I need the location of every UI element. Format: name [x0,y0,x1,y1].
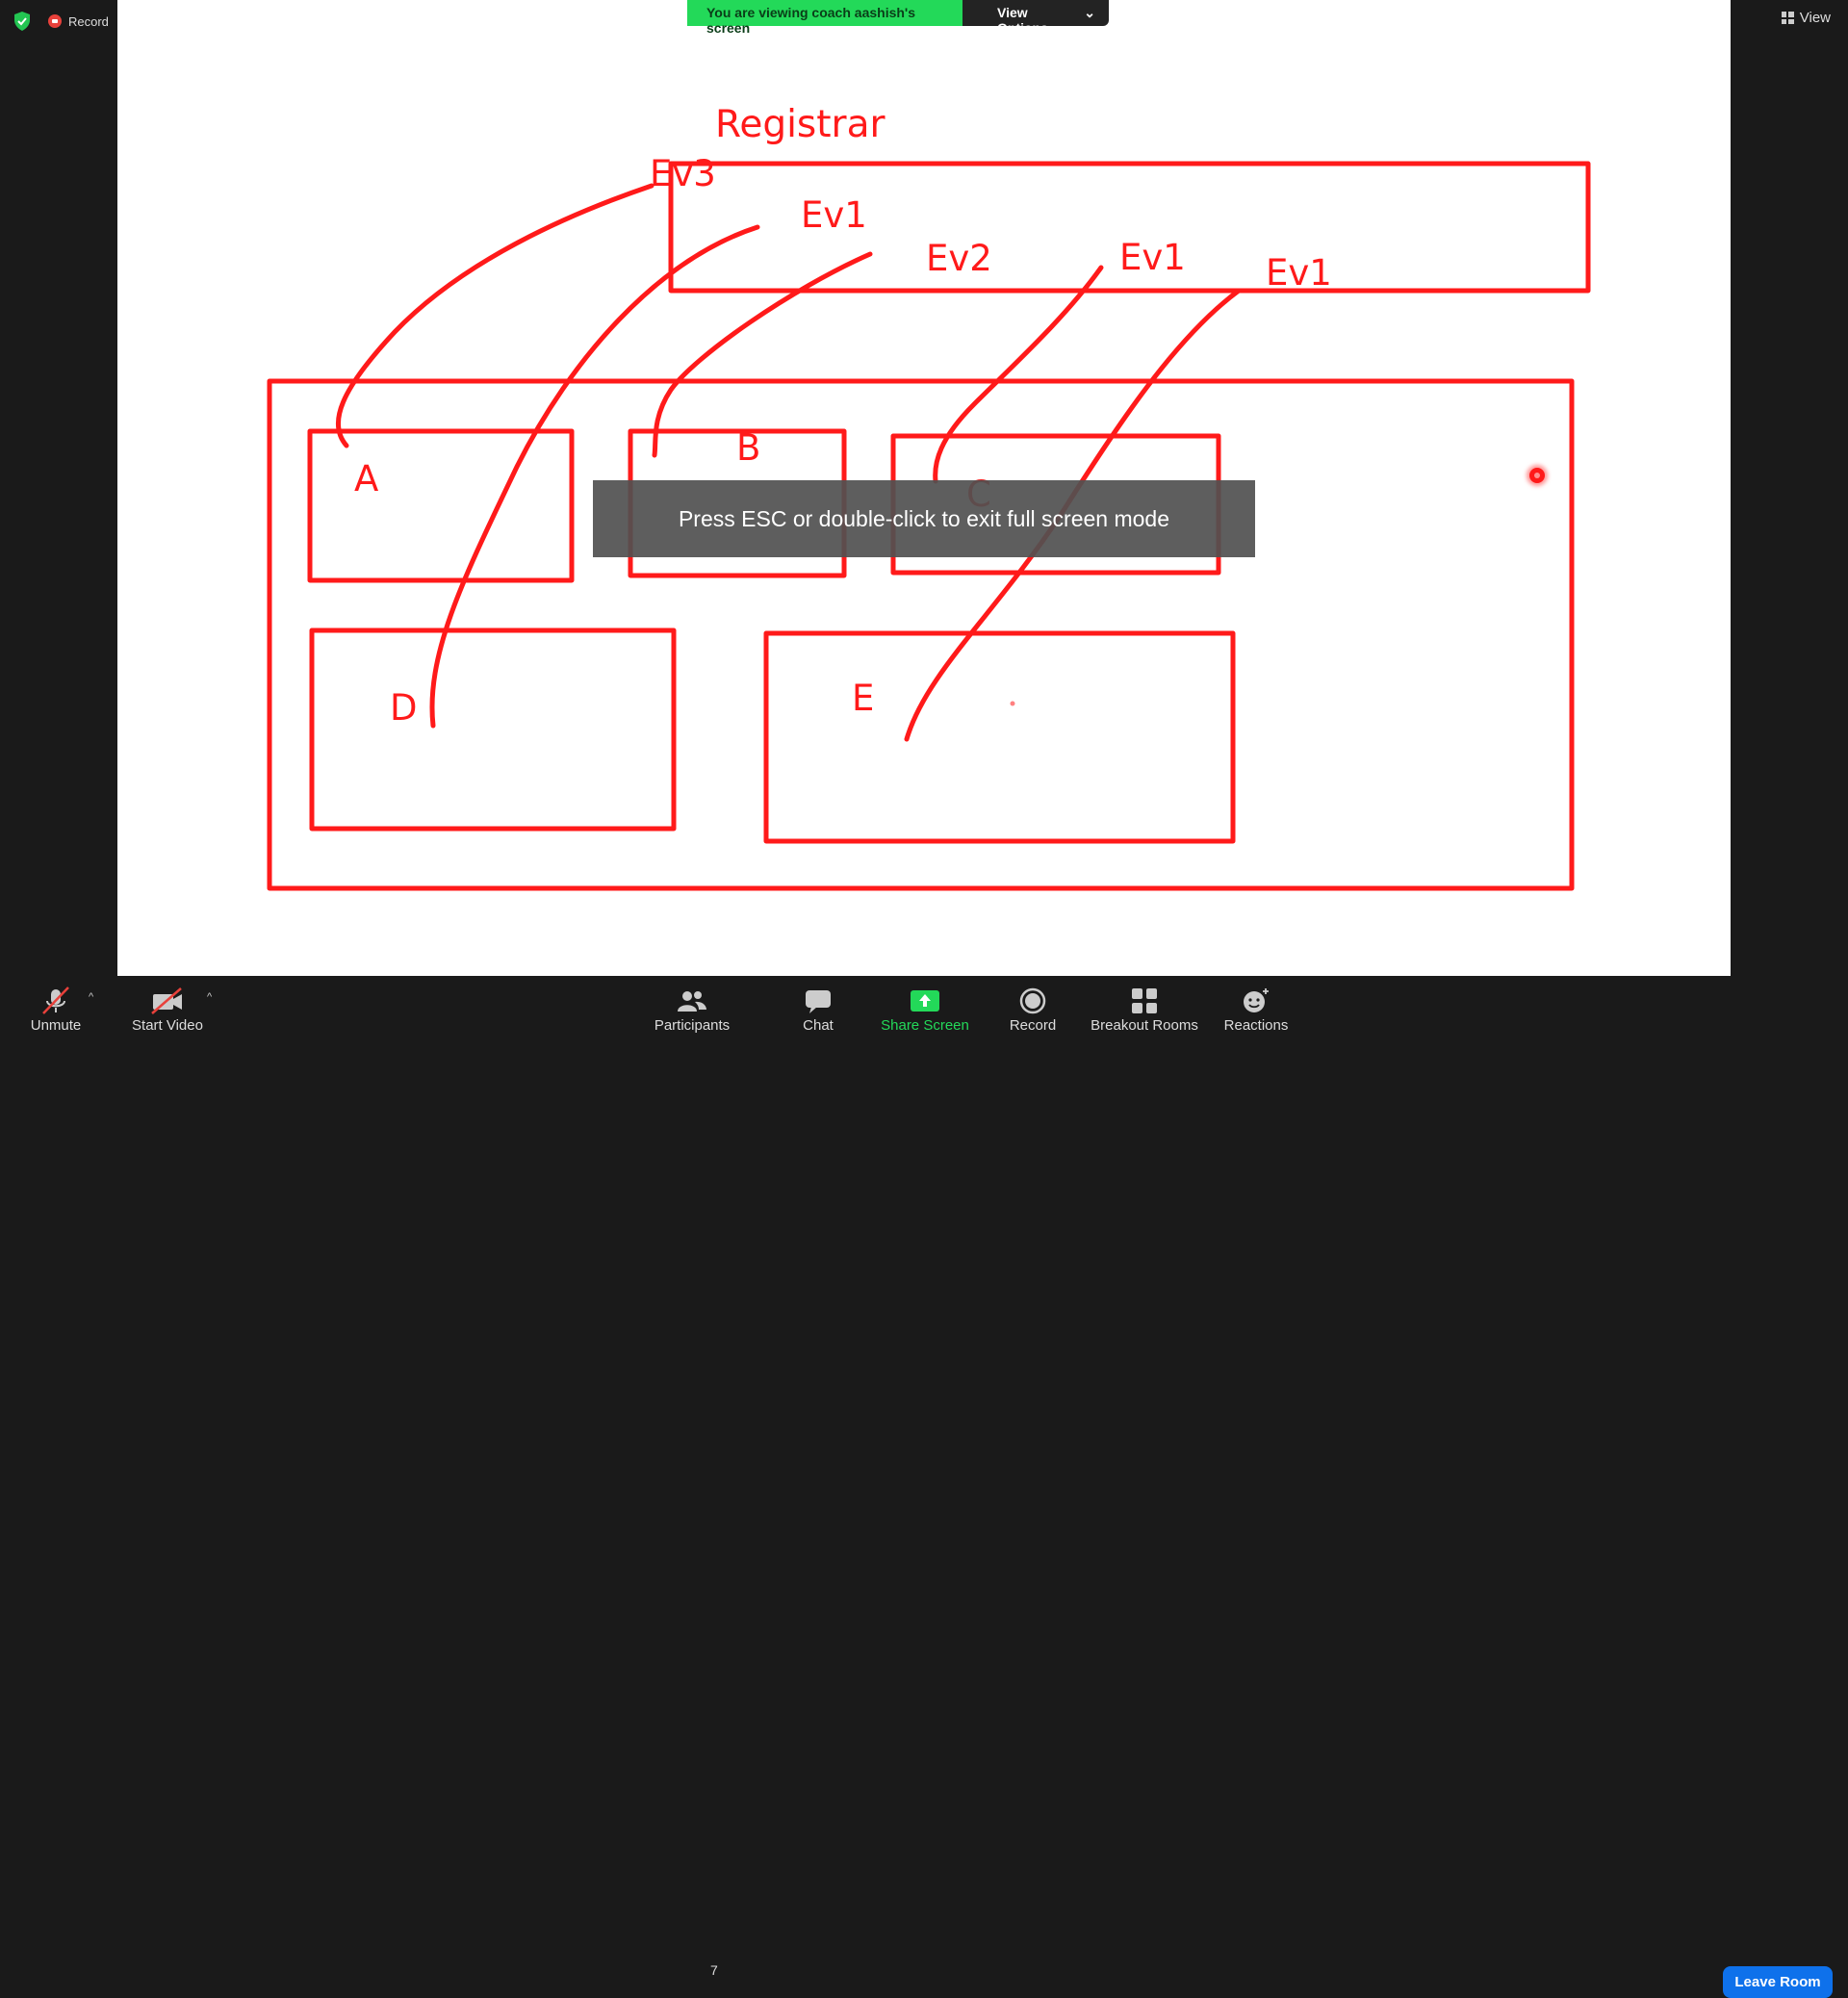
unmute-button[interactable]: Unmute [21,976,90,1039]
participants-count: 7 [710,1962,718,1978]
breakout-rooms-icon [1132,988,1157,1013]
view-label: View [1799,10,1831,26]
label-b: B [736,427,760,469]
label-e: E [852,678,874,719]
label-ev1-c: Ev1 [1266,252,1332,294]
breakout-rooms-button[interactable]: Breakout Rooms [1088,976,1201,1039]
label-ev2: Ev2 [926,238,992,279]
label-a: A [354,458,378,500]
record-button[interactable]: Record [1001,976,1065,1039]
chat-label: Chat [803,1017,834,1034]
share-screen-label: Share Screen [881,1017,969,1034]
chat-button[interactable]: Chat [789,976,847,1039]
microphone-muted-icon [42,986,69,1014]
reactions-label: Reactions [1223,1017,1289,1034]
leave-room-label: Leave Room [1734,1974,1821,1990]
box-e [763,630,1236,844]
curve-ev1-a [429,224,760,729]
participants-label: Participants [654,1017,731,1034]
unmute-label: Unmute [30,1017,82,1034]
grid-view-icon [1781,12,1794,24]
box-a [307,428,575,583]
registrar-title: Registrar [715,103,886,146]
record-label: Record [1009,1017,1057,1034]
leave-room-button[interactable]: Leave Room [1723,1966,1833,1998]
participants-icon [678,991,706,1012]
audio-options-caret[interactable]: ^ [89,991,94,1003]
meeting-status-bar: Record [13,12,109,31]
recording-label: Record [68,13,109,29]
view-options-label: View Options [997,5,1048,36]
meeting-toolbar: Unmute ^ Start Video ^ Participants 7 [0,976,1848,1998]
video-options-caret[interactable]: ^ [207,991,213,1003]
record-icon [48,14,62,28]
start-video-label: Start Video [132,1017,203,1034]
whiteboard-drawing: Registrar Ev3 Ev1 Ev2 Ev1 Ev1 A B C D E [267,103,1591,891]
start-video-button[interactable]: Start Video [125,976,210,1039]
reactions-button[interactable]: Reactions [1219,976,1294,1039]
record-icon [1019,987,1046,1014]
label-d: D [390,687,418,729]
participants-button[interactable]: Participants [647,976,737,1039]
stray-dot [1010,701,1015,706]
screen-share-banner: You are viewing coach aashish's screen V… [687,0,1109,36]
recording-indicator[interactable]: Record [48,14,109,29]
viewing-label: You are viewing coach aashish's screen [687,0,962,36]
fullscreen-toast-message: Press ESC or double-click to exit full s… [678,505,1170,531]
label-ev3: Ev3 [650,153,716,194]
system-box [267,378,1575,891]
view-button[interactable]: View [1781,10,1831,26]
chevron-down-icon: ⌄ [1084,5,1095,20]
curve-ev1-b [933,265,1104,484]
label-ev1-a: Ev1 [801,194,867,236]
laser-pointer [1529,468,1545,483]
shared-screen: Registrar Ev3 Ev1 Ev2 Ev1 Ev1 A B C D E [117,0,1731,976]
label-ev1-b: Ev1 [1119,237,1186,278]
fullscreen-toast: Press ESC or double-click to exit full s… [593,480,1255,557]
curve-ev3 [335,183,654,448]
video-off-icon [151,987,182,1014]
view-options-button[interactable]: View Options ⌄ [962,0,1109,36]
share-screen-icon [911,990,939,1012]
box-d [309,628,677,832]
share-screen-button[interactable]: Share Screen [878,976,972,1039]
registrar-box [668,161,1591,294]
chat-icon [806,990,831,1013]
reactions-icon [1244,988,1269,1012]
breakout-rooms-label: Breakout Rooms [1091,1017,1198,1034]
shield-icon[interactable] [13,12,31,31]
curve-ev2 [652,251,873,458]
